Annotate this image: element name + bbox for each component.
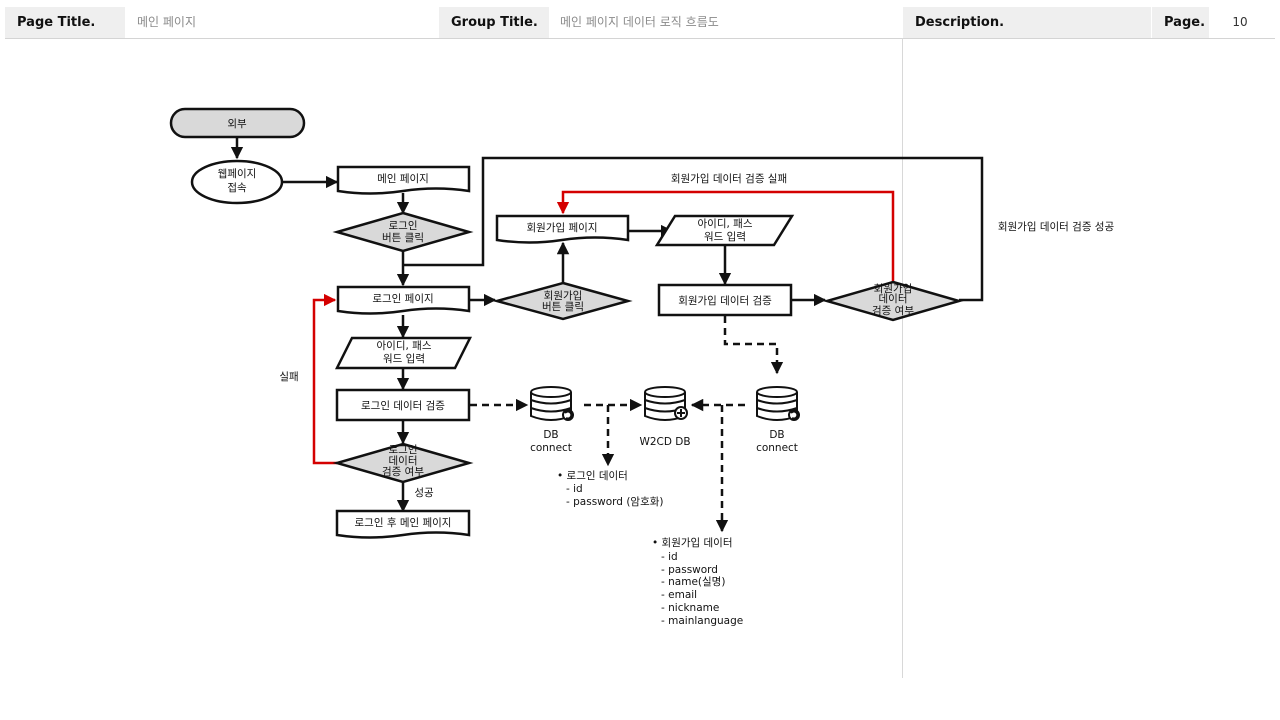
header-divider (5, 38, 1275, 39)
label-signup-fail: 회원가입 데이터 검증 실패 (671, 172, 787, 185)
group-title-value: 메인 페이지 데이터 로직 흐름도 (560, 15, 719, 29)
node-web-access (190, 159, 284, 205)
db-main-icon (644, 386, 688, 421)
node-login-button-line1: 로그인 (389, 220, 418, 232)
node-login-input-line1: 아이디, 패스 (377, 340, 432, 352)
signup-data-item: - id (661, 551, 678, 563)
db-connect-right-line2: connect (756, 442, 798, 454)
node-after-login (335, 509, 471, 539)
node-signup-verify-label: 회원가입 데이터 검증 (678, 294, 772, 307)
group-title-label: Group Title. (439, 7, 549, 38)
label-signup-success: 회원가입 데이터 검증 성공 (998, 220, 1115, 233)
node-login-check (332, 442, 474, 484)
page-title-label: Page Title. (5, 7, 125, 38)
node-login-input (334, 336, 473, 370)
node-main-page (336, 165, 471, 195)
node-login-page-label: 로그인 페이지 (372, 293, 433, 305)
login-data-item: - id (566, 483, 583, 495)
node-external-label: 외부 (227, 118, 247, 130)
db-connect-right-icon (756, 386, 800, 421)
node-signup-input (654, 214, 795, 247)
node-signup-input-line1: 아이디, 패스 (698, 218, 753, 230)
db-connect-left-line2: connect (530, 442, 572, 454)
edge-signupverify-db (723, 316, 784, 375)
signup-data-item: - nickname (661, 602, 719, 614)
page-label: Page. (1152, 7, 1209, 38)
node-web-access-line2: 접속 (227, 182, 247, 194)
node-login-check-line3: 검증 여부 (382, 466, 424, 478)
db-connect-right-line1: DB (769, 429, 784, 441)
db-connect-left-icon (530, 386, 574, 421)
node-login-button-line2: 버튼 클릭 (382, 232, 424, 244)
page-number: 10 (1232, 15, 1248, 29)
node-external (169, 107, 306, 139)
node-login-verify-label: 로그인 데이터 검증 (361, 400, 445, 412)
signup-data-title: • 회원가입 데이터 (652, 536, 733, 549)
description-label: Description. (903, 7, 1151, 38)
label-fail: 실패 (279, 371, 298, 383)
db-main-label: W2CD DB (639, 436, 690, 448)
node-web-access-line1: 웹페이지 (218, 168, 257, 180)
node-signup-check-line3: 검증 여부 (872, 305, 914, 317)
db-connect-left-line1: DB (543, 429, 558, 441)
node-signup-check (822, 280, 964, 322)
edge-login-fail (312, 293, 337, 465)
node-signup-button-line1: 회원가입 (544, 289, 583, 302)
node-signup-button (492, 281, 633, 321)
node-login-input-line2: 워드 입력 (383, 352, 425, 365)
node-login-check-line2: 데이터 (389, 455, 418, 467)
node-login-page (336, 285, 471, 315)
node-after-login-label: 로그인 후 메인 페이지 (355, 517, 452, 529)
signup-data-item: - email (661, 589, 697, 601)
node-login-check-line1: 로그인 (389, 444, 418, 456)
node-login-button (332, 211, 474, 253)
description-divider (902, 38, 903, 678)
login-data-title: • 로그인 데이터 (557, 470, 628, 482)
node-signup-check-line1: 회원가입 (874, 282, 913, 295)
node-login-verify (335, 388, 471, 422)
node-signup-check-line2: 데이터 (879, 293, 908, 305)
edge-signup-success (403, 156, 984, 302)
label-success: 성공 (414, 487, 434, 499)
node-signup-page-label: 회원가입 페이지 (527, 221, 598, 234)
signup-data-item: - mainlanguage (661, 615, 743, 627)
node-signup-input-line2: 워드 입력 (704, 230, 746, 243)
node-main-page-label: 메인 페이지 (377, 173, 429, 185)
node-signup-page (495, 214, 630, 244)
edge-signup-fail (556, 190, 895, 284)
login-data-item: - password (암호화) (566, 496, 664, 508)
signup-data-item: - password (661, 564, 718, 576)
node-signup-button-line2: 버튼 클릭 (542, 301, 584, 313)
node-signup-verify (657, 283, 793, 317)
page-title-value: 메인 페이지 (137, 15, 197, 29)
signup-data-item: - name(실명) (661, 576, 725, 588)
